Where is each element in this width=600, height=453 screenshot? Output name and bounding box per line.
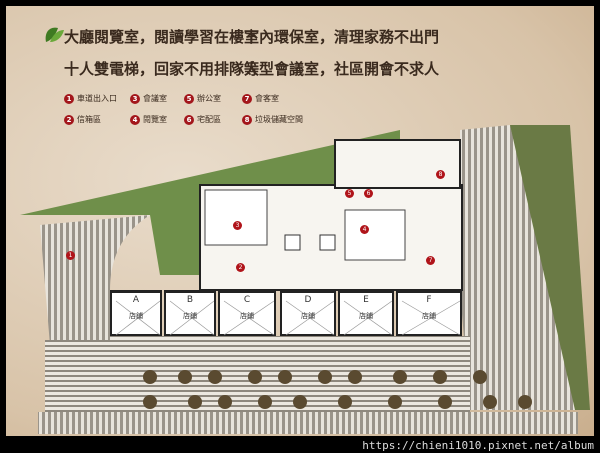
reading-room: [344, 209, 406, 261]
tree-row: [143, 370, 532, 409]
sidewalk: [38, 412, 578, 434]
right-pavement: [460, 125, 580, 410]
leaf-logo-icon: [45, 27, 64, 42]
upper-rooms: [334, 139, 461, 189]
elevator-left: [284, 234, 301, 251]
garden-lawn: [20, 130, 400, 275]
headline-elevator: 十人雙電梯，回家不用排隊等: [64, 60, 260, 78]
headline-recycle: 室內環保室，清理家務不出門: [244, 28, 440, 46]
marker-reading-room: 4: [360, 225, 369, 234]
headline-lobby: 大廳閱覽室，閱讀學習在樓下: [64, 28, 260, 46]
left-walkway: [45, 340, 115, 415]
right-garden: [510, 125, 590, 410]
headline-meeting: 大型會議室，社區開會不求人: [244, 60, 440, 78]
marker-garbage-room: 8: [436, 170, 445, 179]
marker-meeting-room: 3: [233, 221, 242, 230]
marker-office: 5: [345, 189, 354, 198]
driveway-ramp: [40, 215, 150, 345]
watermark-url: https://chieni1010.pixnet.net/album: [362, 439, 594, 452]
marker-driveway: 1: [66, 251, 75, 260]
elevator-right: [319, 234, 336, 251]
marker-mailbox: 2: [236, 263, 245, 272]
marker-delivery: 6: [364, 189, 373, 198]
marker-reception: 7: [426, 256, 435, 265]
meeting-room: [204, 189, 268, 246]
